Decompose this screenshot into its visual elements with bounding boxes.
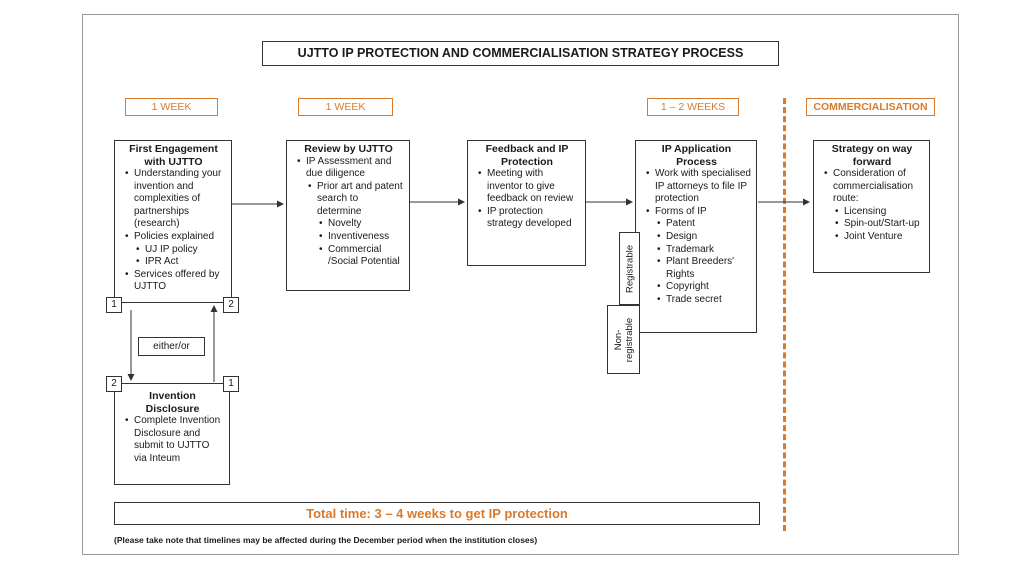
policy-item: UJ IP policy <box>136 244 226 257</box>
review-criterion: Inventiveness <box>319 231 404 244</box>
review-item: IP Assessment and due diligence Prior ar… <box>297 155 404 269</box>
ip-application-title: IP Application Process <box>661 143 732 168</box>
diagram-title: UJTTO IP PROTECTION AND COMMERCIALISATIO… <box>262 41 779 66</box>
ip-application-item: Forms of IP Patent Design Trademark Plan… <box>646 205 751 307</box>
policies-label: Policies explained <box>134 230 215 242</box>
invention-disclosure-title: Invention Disclosure <box>145 390 200 415</box>
strategy-route: Licensing <box>835 206 924 219</box>
timeline-week-2: 1 WEEK <box>298 98 393 116</box>
commercialisation-divider <box>783 98 786 531</box>
invention-disclosure-box: Invention Disclosure Complete Invention … <box>114 383 230 485</box>
strategy-route: Spin-out/Start-up <box>835 218 924 231</box>
non-registrable-label: Non-registrable <box>607 305 640 374</box>
ip-form-item: Trade secret <box>657 294 751 307</box>
timeline-weeks-1-2: 1 – 2 WEEKS <box>647 98 739 116</box>
footnote: (Please take note that timelines may be … <box>114 535 538 545</box>
feedback-item: Meeting with inventor to give feedback o… <box>478 168 580 206</box>
feedback-item: IP protection strategy developed <box>478 206 580 231</box>
forms-of-ip-label: Forms of IP <box>655 205 707 217</box>
marker-1-disclosure: 1 <box>223 376 239 392</box>
strategy-route: Joint Venture <box>835 231 924 244</box>
strategy-item: Consideration of commercialisation route… <box>824 168 924 244</box>
ip-form-item: Copyright <box>657 281 751 294</box>
review-title: Review by UJTTO <box>304 143 393 155</box>
feedback-box: Feedback and IP Protection Meeting with … <box>467 140 586 266</box>
first-engagement-title: First Engagement with UJTTO <box>129 143 218 168</box>
timeline-commercialisation: COMMERCIALISATION <box>806 98 935 116</box>
ip-form-item: Trademark <box>657 244 751 257</box>
registrable-label: Registrable <box>619 232 640 305</box>
review-sub-item: Prior art and patent search to determine… <box>308 180 404 269</box>
marker-1-engagement: 1 <box>106 297 122 313</box>
review-sub-item-text: Prior art and patent search to determine <box>317 180 403 217</box>
total-time-banner: Total time: 3 – 4 weeks to get IP protec… <box>114 502 760 525</box>
first-engagement-item: Policies explained UJ IP policy IPR Act <box>125 230 226 269</box>
registrable-text: Registrable <box>624 244 635 293</box>
ip-form-item: Patent <box>657 218 751 231</box>
non-registrable-text: Non-registrable <box>612 317 635 362</box>
marker-2-engagement: 2 <box>223 297 239 313</box>
ip-application-item: Work with specialised IP attorneys to fi… <box>646 168 751 206</box>
strategy-box: Strategy on way forward Consideration of… <box>813 140 930 273</box>
ip-application-box: IP Application Process Work with special… <box>635 140 757 333</box>
policy-item: IPR Act <box>136 256 226 269</box>
first-engagement-box: First Engagement with UJTTO Understandin… <box>114 140 232 303</box>
diagram-frame <box>82 14 959 555</box>
ip-form-item: Design <box>657 231 751 244</box>
strategy-item-text: Consideration of commercialisation route… <box>833 168 914 205</box>
feedback-title: Feedback and IP Protection <box>485 143 569 168</box>
review-criterion: Commercial /Social Potential <box>319 244 404 269</box>
first-engagement-item: Services offered by UJTTO <box>125 269 226 294</box>
review-box: Review by UJTTO IP Assessment and due di… <box>286 140 410 291</box>
review-criterion: Novelty <box>319 218 404 231</box>
review-item-text: IP Assessment and due diligence <box>306 155 392 180</box>
ip-form-item: Plant Breeders' Rights <box>657 256 751 281</box>
either-or-label: either/or <box>138 337 205 356</box>
marker-2-disclosure: 2 <box>106 376 122 392</box>
timeline-week-1: 1 WEEK <box>125 98 218 116</box>
first-engagement-item: Understanding your invention and complex… <box>125 168 226 231</box>
strategy-title: Strategy on way forward <box>831 143 913 168</box>
invention-disclosure-item: Complete Invention Disclosure and submit… <box>125 415 224 465</box>
